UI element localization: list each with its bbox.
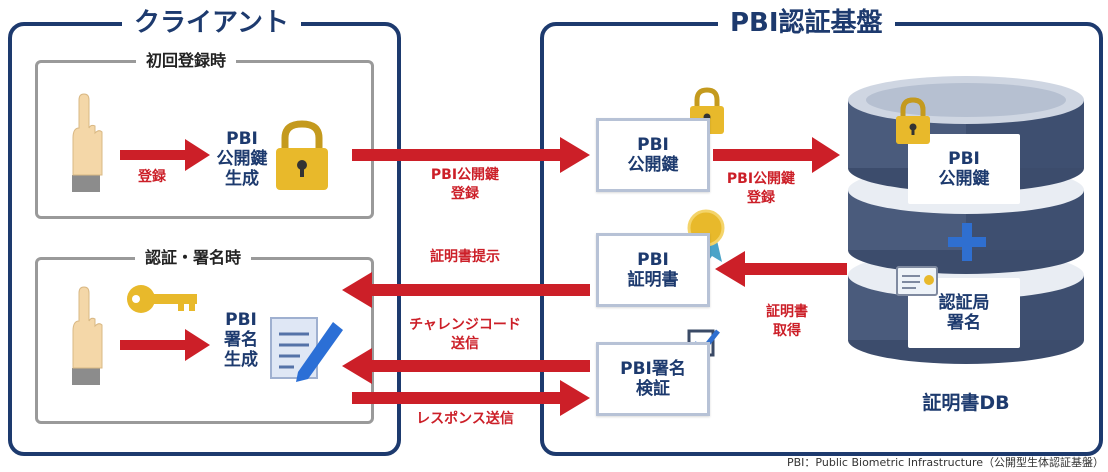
present-cert-label: 証明書提示 xyxy=(430,249,500,265)
send-response-arrow xyxy=(352,380,590,416)
register-arrow-label: 登録 xyxy=(138,169,166,185)
padlock-icon xyxy=(276,120,328,190)
arrows xyxy=(120,137,847,416)
key-icon xyxy=(127,285,197,313)
register-arrow xyxy=(120,139,210,171)
padlock-icon xyxy=(896,97,930,144)
auth-section-title: 認証・署名時 xyxy=(135,248,252,268)
fetch-cert-arrow xyxy=(715,251,847,287)
certificate-db-label: 証明書DB xyxy=(922,392,1010,414)
generate-signature-arrow xyxy=(120,329,210,361)
send-pubkey-label: PBI公開鍵 登録 xyxy=(430,167,500,202)
certificate-icon xyxy=(896,266,938,296)
pbi-certificate-card: PBI 証明書 xyxy=(596,233,710,307)
register-pubkey-db-arrow xyxy=(713,137,840,173)
finger-touch-icon xyxy=(72,286,103,385)
send-challenge-arrow xyxy=(342,348,590,384)
generate-pubkey-label: PBI 公開鍵 生成 xyxy=(216,129,268,189)
finger-touch-icon xyxy=(72,93,103,192)
present-cert-arrow xyxy=(342,272,590,308)
send-challenge-label: チャレンジコード 送信 xyxy=(409,317,521,352)
fetch-cert-label: 証明書 取得 xyxy=(766,304,808,339)
send-response-label: レスポンス送信 xyxy=(416,411,514,427)
client-panel-title: クライアント xyxy=(122,7,301,39)
pbi-pubkey-card: PBI 公開鍵 xyxy=(596,118,710,192)
registration-section-title: 初回登録時 xyxy=(136,51,237,71)
db-pubkey-card: PBI 公開鍵 xyxy=(908,134,1020,204)
pbi-infrastructure-title: PBI認証基盤 xyxy=(718,7,895,39)
generate-signature-label: PBI 署名 生成 xyxy=(224,310,258,370)
footnote: PBI：Public Biometric Infrastructure（公開型生… xyxy=(787,456,1104,469)
certificate-database xyxy=(848,76,1084,364)
document-signing-icon xyxy=(270,317,343,382)
pbi-signature-verify-card: PBI署名 検証 xyxy=(596,342,710,416)
register-pubkey-db-label: PBI公開鍵 登録 xyxy=(726,171,796,206)
send-pubkey-arrow xyxy=(352,137,590,173)
